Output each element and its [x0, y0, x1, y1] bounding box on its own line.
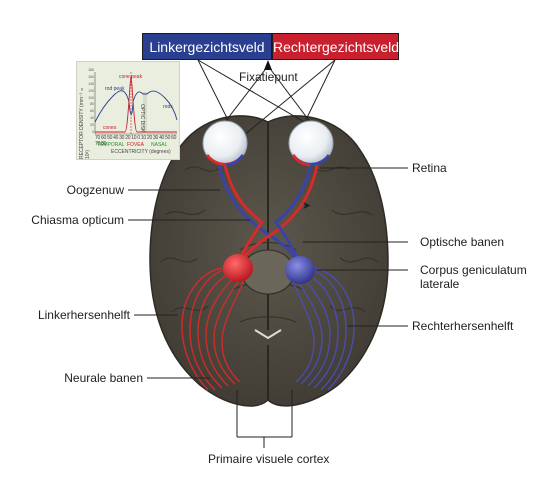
fovea-text: FOVEA — [127, 142, 144, 148]
nasal-text: NASAL — [151, 142, 168, 148]
lgn-label-line1: Corpus geniculatum — [420, 263, 527, 277]
optic-tracts-label: Optische banen — [420, 235, 505, 249]
right-visual-field-label: Rechtergezichtsveld — [272, 33, 399, 60]
neural-paths-label: Neurale banen — [64, 371, 143, 385]
eye-left — [202, 120, 248, 167]
y-tick-label: 0 — [92, 130, 94, 134]
y-tick-label: 120 — [88, 88, 94, 93]
x-ticks-text: 70 60 50 40 30 20 10 0 10 20 30 40 50 60… — [95, 135, 177, 147]
y-tick-label: 60 — [90, 109, 94, 114]
fixation-marker — [264, 60, 272, 70]
fixation-point-label: Fixatiepunt — [239, 70, 298, 84]
right-hemisphere-label: Rechterhersenhelft — [412, 319, 514, 333]
y-tick-label: 180 — [88, 68, 94, 72]
mouse-cursor-icon: ➤ — [302, 200, 312, 212]
y-tick-label: 80 — [90, 102, 94, 107]
rods-text: rods — [163, 104, 173, 110]
left-visual-field-label: Linkergezichtsveld — [142, 33, 272, 60]
y-tick-label: 100 — [88, 95, 94, 100]
left-hemisphere-label: Linkerhersenhelft — [37, 308, 130, 322]
cones-text: cones — [103, 125, 117, 131]
lgn-left — [223, 254, 253, 282]
primary-visual-cortex-label: Primaire visuele cortex — [208, 452, 330, 466]
receptor-density-inset: cone peak rod peak rods cones OPTIC DISK… — [76, 61, 180, 160]
rod-peak-text: rod peak — [105, 86, 125, 92]
retina-label: Retina — [412, 161, 447, 175]
eye-right — [288, 120, 334, 167]
eccentricity-text: ECCENTRICITY (degrees) — [111, 149, 171, 155]
lgn-label-line2: laterale — [420, 277, 460, 291]
y-tick-labels: 180 160 140 120 100 80 60 40 20 0 — [86, 68, 95, 134]
y-tick-label: 140 — [88, 81, 94, 86]
lgn-right — [285, 256, 315, 284]
y-tick-label: 40 — [90, 116, 94, 121]
temporal-text: TEMPORAL — [97, 142, 125, 148]
neural-radiations-left — [181, 267, 245, 391]
brain — [149, 115, 389, 407]
y-tick-label: 20 — [90, 123, 94, 128]
optic-chiasm-label: Chiasma opticum — [31, 213, 124, 227]
leader-lines — [128, 167, 408, 448]
cone-peak-text: cone peak — [119, 74, 143, 80]
optic-disk-text: OPTIC DISK — [139, 104, 145, 133]
y-tick-label: 160 — [88, 74, 94, 79]
optic-nerve-label: Oogzenuw — [66, 183, 124, 197]
